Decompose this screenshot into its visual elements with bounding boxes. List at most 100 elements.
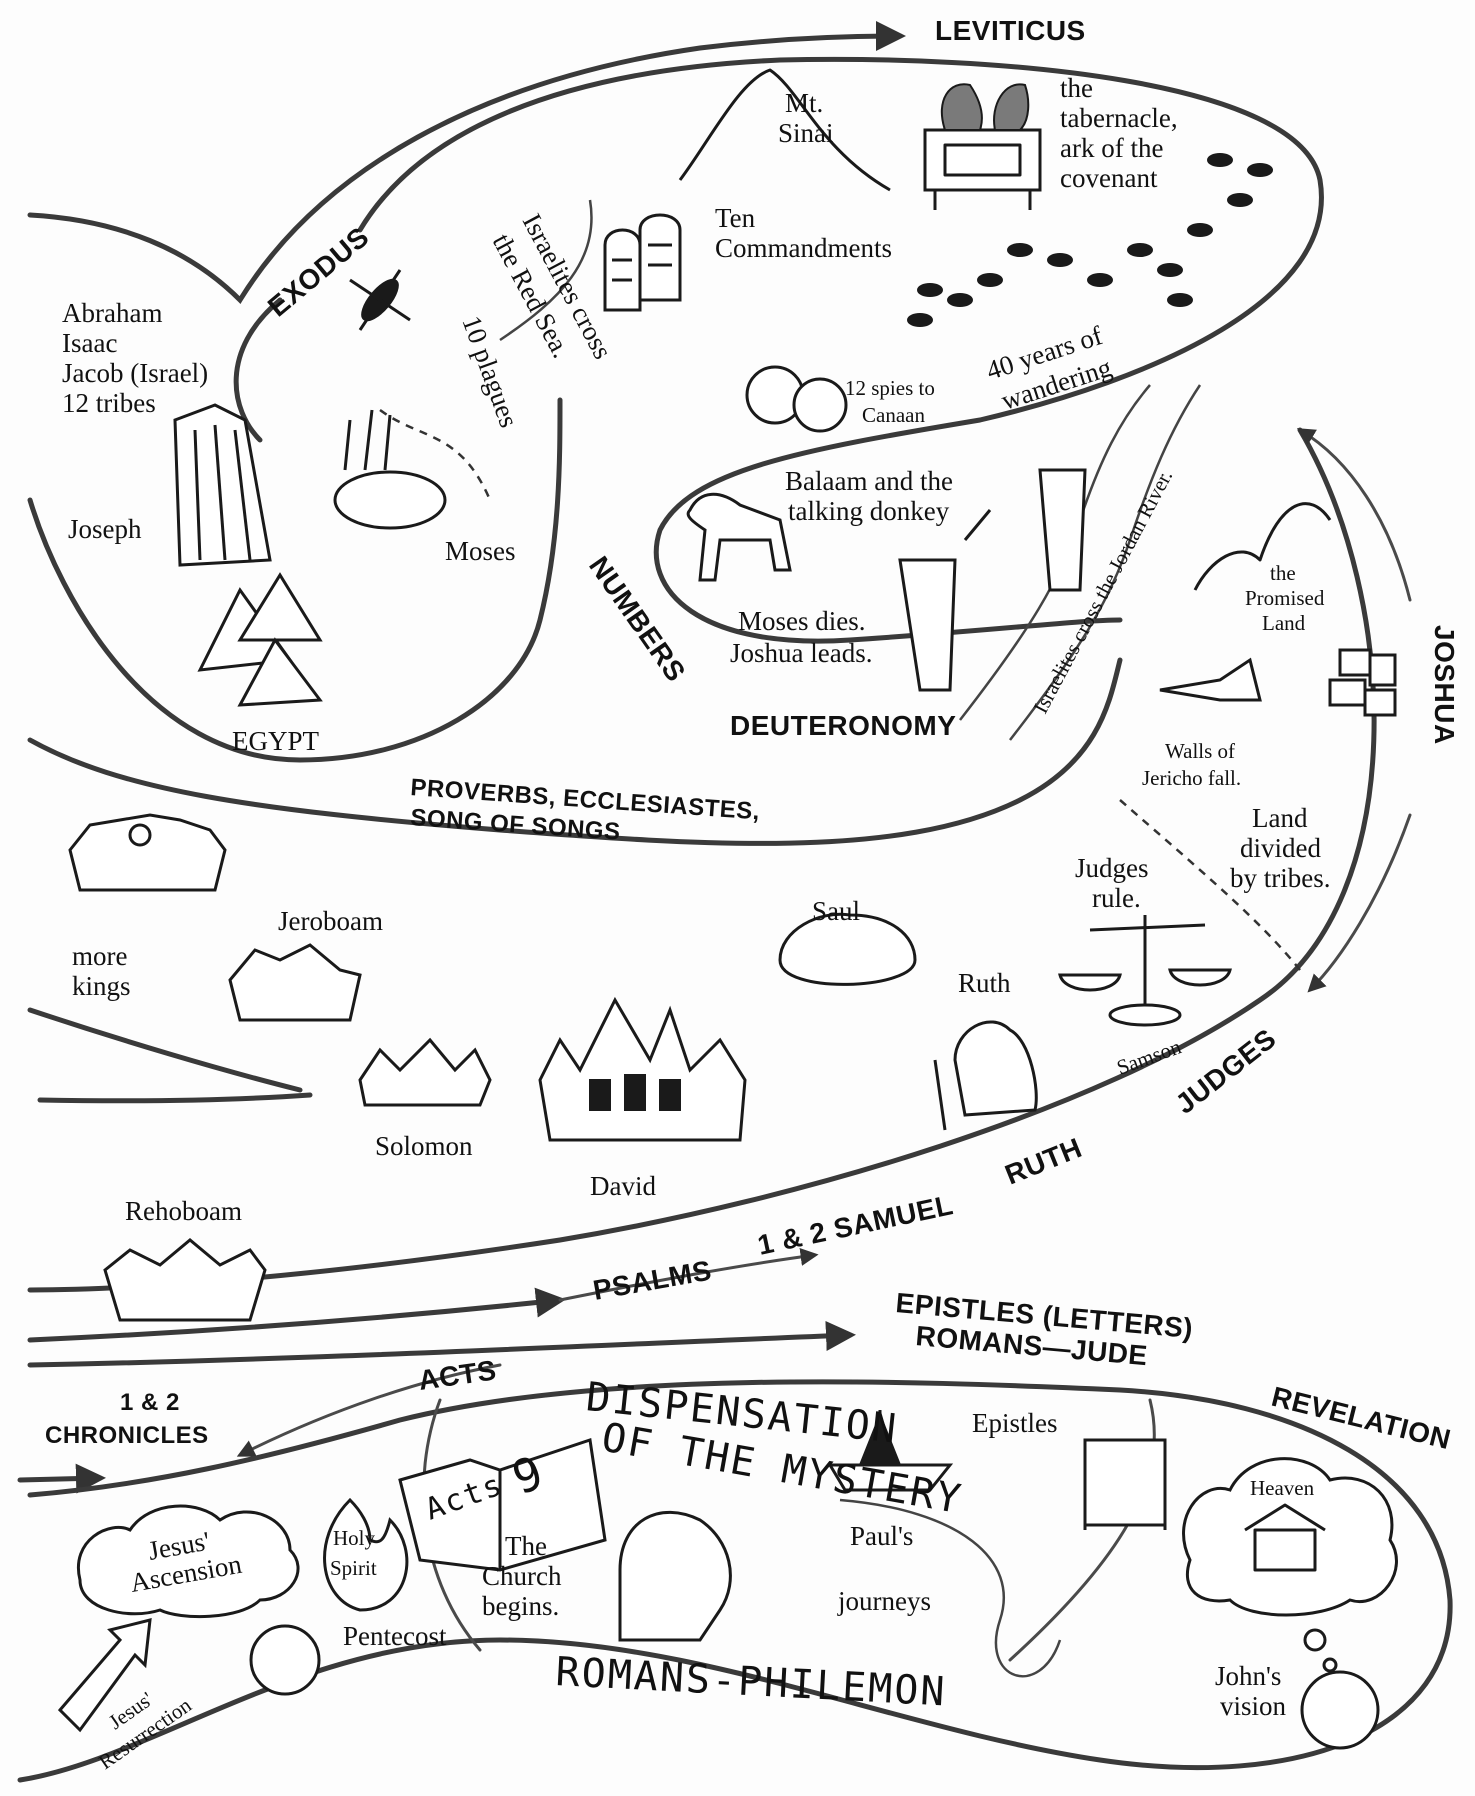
- label-judges-rule-2: rule.: [1092, 883, 1141, 913]
- pauls-journey-line: [839, 1498, 1062, 1678]
- label-tabernacle-3: ark of the: [1060, 133, 1163, 163]
- footprints-icon: [907, 153, 1273, 327]
- label-egypt: EGYPT: [232, 726, 320, 756]
- label-land-divided-1: Land: [1252, 803, 1308, 833]
- book-psalms: PSALMS: [591, 1255, 714, 1306]
- label-rehoboam: Rehoboam: [125, 1196, 242, 1226]
- road-judges-arrow: [1307, 813, 1412, 993]
- label-romans-philemon: ROMANS-PHILEMON: [554, 1649, 947, 1715]
- jordan-river-bank: [1009, 384, 1202, 741]
- ark-of-covenant-icon: [923, 83, 1042, 210]
- label-balaam-1: Balaam and the: [785, 466, 953, 496]
- crown-more-kings-icon: [68, 813, 227, 892]
- holy-spirit-flame-icon: [323, 1497, 409, 1612]
- label-patriarch-3: Jacob (Israel): [62, 358, 208, 388]
- label-samson: Samson: [1114, 1034, 1185, 1079]
- label-moses: Moses: [445, 536, 516, 566]
- label-heaven: Heaven: [1250, 1476, 1315, 1500]
- book-revelation: REVELATION: [1269, 1381, 1454, 1455]
- moses-joshua-icon: [898, 468, 1087, 692]
- label-pauls-1: Paul's: [850, 1521, 913, 1551]
- label-promised-land-1: the: [1270, 561, 1296, 585]
- label-patriarch-4: 12 tribes: [62, 388, 156, 418]
- label-ten-commandments-2: Commandments: [715, 233, 892, 263]
- book-exodus: EXODUS: [262, 221, 375, 323]
- pyramids-icon: [197, 572, 323, 707]
- road-start-arrow: [17, 1463, 106, 1494]
- label-spies-2: Canaan: [862, 403, 925, 427]
- acts-book-icon: [398, 1438, 607, 1572]
- label-johns-vision-1: John's: [1215, 1661, 1281, 1691]
- label-spies-1: 12 spies to: [845, 376, 935, 400]
- label-tabernacle-2: tabernacle,: [1060, 103, 1178, 133]
- label-church-1: The: [505, 1531, 547, 1561]
- label-jericho-2: Jericho fall.: [1142, 766, 1241, 790]
- label-more-kings-1: more: [72, 941, 127, 971]
- road-kings-bottom: [37, 1092, 313, 1104]
- label-patriarch-2: Isaac: [62, 328, 117, 358]
- donkey-icon: [686, 492, 792, 582]
- book-leviticus: LEVITICUS: [935, 15, 1086, 46]
- book-samuel: 1 & 2 SAMUEL: [755, 1189, 956, 1261]
- basket-moses-icon: [333, 409, 447, 530]
- label-mt-sinai-2: Sinai: [778, 118, 834, 148]
- trumpet-icon: [1159, 657, 1262, 702]
- label-johns-vision-2: vision: [1220, 1691, 1287, 1721]
- ruth-icon: [933, 1020, 1038, 1131]
- label-moses-dies-1: Moses dies.: [738, 606, 866, 636]
- label-church-3: begins.: [482, 1591, 559, 1621]
- label-pauls-2: journeys: [837, 1586, 931, 1616]
- road-psalms: [27, 1287, 566, 1343]
- dashed-route-plagues: [379, 408, 492, 501]
- crown-rehoboam-icon: [103, 1238, 267, 1322]
- john-icon: [1300, 1670, 1380, 1750]
- label-holy-spirit-2: Spirit: [330, 1556, 377, 1580]
- book-deuteronomy: DEUTERONOMY: [730, 710, 956, 741]
- mt-sinai-icon: [678, 68, 891, 192]
- label-holy-spirit-1: Holy: [333, 1526, 376, 1550]
- crown-saul-icon: [778, 912, 917, 986]
- label-more-kings-2: kings: [72, 971, 131, 1001]
- book-judges: JUDGES: [1170, 1023, 1282, 1120]
- label-saul: Saul: [812, 896, 860, 926]
- label-joseph: Joseph: [68, 514, 142, 544]
- road-wilderness-loop: [357, 56, 1324, 644]
- label-pentecost: Pentecost: [343, 1621, 447, 1651]
- label-jericho-1: Walls of: [1165, 739, 1235, 763]
- label-david: David: [590, 1171, 656, 1201]
- label-land-divided-3: by tribes.: [1230, 863, 1331, 893]
- road-egypt-inner: [233, 297, 283, 443]
- label-ruth: Ruth: [958, 968, 1011, 998]
- hills-icon: [1193, 502, 1332, 591]
- label-land-divided-2: divided: [1240, 833, 1321, 863]
- mosquito-plague-icon: [349, 269, 411, 331]
- book-numbers: NUMBERS: [583, 551, 692, 688]
- label-solomon: Solomon: [375, 1131, 473, 1161]
- label-ten-commandments-1: Ten: [715, 203, 756, 233]
- label-patriarch-1: Abraham: [62, 298, 162, 328]
- road-chronicles-arrow: [236, 1363, 502, 1457]
- crown-jeroboam-icon: [228, 943, 362, 1022]
- label-promised-land-2: Promised: [1245, 586, 1325, 610]
- label-moses-dies-2: Joshua leads.: [730, 638, 872, 668]
- heaven-cloud-icon: [1182, 1457, 1398, 1673]
- book-chronicles-line2: CHRONICLES: [45, 1422, 209, 1449]
- book-joshua: JOSHUA: [1429, 625, 1460, 745]
- book-ruth: RUTH: [1001, 1132, 1087, 1191]
- label-promised-land-3: Land: [1262, 611, 1306, 635]
- label-tabernacle-4: covenant: [1060, 163, 1158, 193]
- robe-joseph-icon: [173, 403, 272, 567]
- dashed-route-judges: [1119, 799, 1301, 971]
- label-jeroboam: Jeroboam: [278, 906, 383, 936]
- road-nt-loop: [17, 1379, 1453, 1783]
- rubble-icon: [1328, 648, 1397, 717]
- peter-icon: [249, 1624, 321, 1696]
- label-church-2: Church: [482, 1561, 562, 1591]
- ascension-cloud-icon: [57, 1504, 300, 1733]
- crown-david-icon: [538, 996, 747, 1142]
- road-samuel: [558, 1247, 819, 1302]
- ship-icon: [827, 1410, 954, 1492]
- red-sea-path: [499, 199, 593, 342]
